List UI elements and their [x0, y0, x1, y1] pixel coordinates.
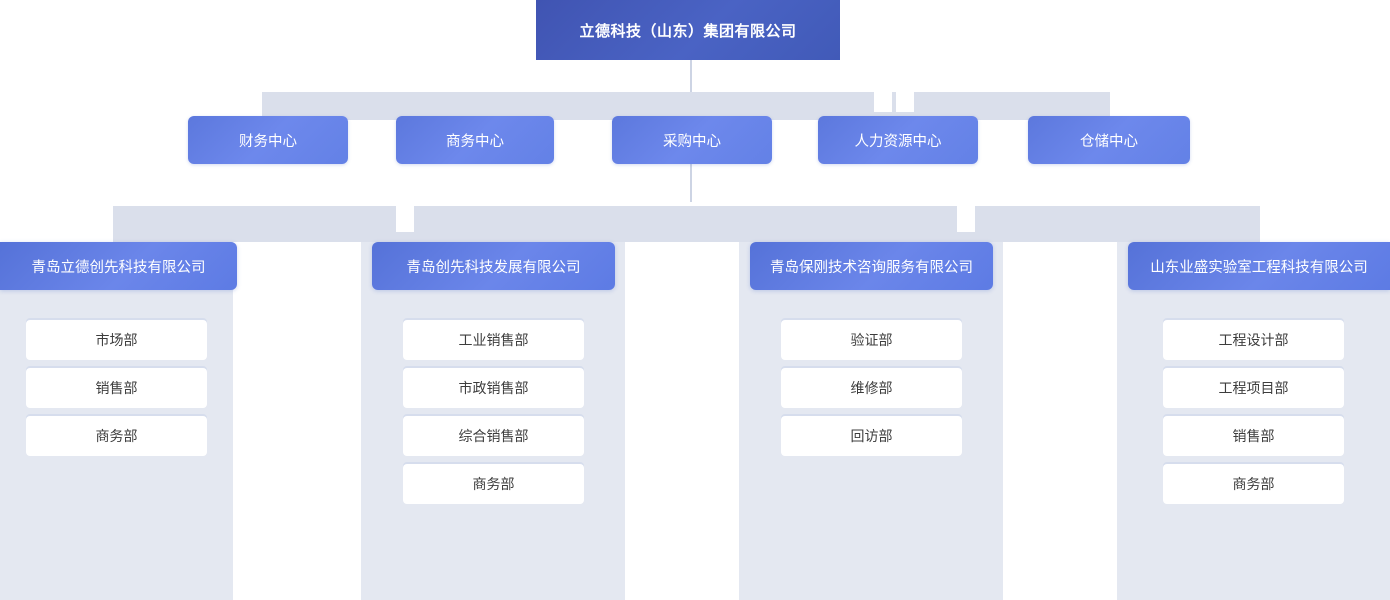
department-list-1: 市场部 销售部 商务部 [26, 320, 207, 456]
department-list-2: 工业销售部 市政销售部 综合销售部 商务部 [403, 320, 584, 504]
department-label: 工程设计部 [1218, 332, 1289, 348]
subsidiary-header-3[interactable]: 青岛保刚技术咨询服务有限公司 [750, 242, 993, 290]
department-item[interactable]: 工程项目部 [1163, 368, 1344, 408]
department-label: 销售部 [1232, 428, 1275, 444]
department-label: 市场部 [95, 332, 138, 348]
subsidiary-header-1-label: 青岛立德创先科技有限公司 [31, 259, 206, 276]
department-list-3: 验证部 维修部 回访部 [781, 320, 962, 456]
department-item[interactable]: 商务部 [403, 464, 584, 504]
center-node-business[interactable]: 商务中心 [396, 116, 554, 164]
center-node-hr-label: 人力资源中心 [854, 133, 942, 150]
subsidiary-header-3-label: 青岛保刚技术咨询服务有限公司 [770, 259, 973, 276]
center-node-warehouse-label: 仓储中心 [1080, 133, 1138, 150]
department-item[interactable]: 销售部 [1163, 416, 1344, 456]
connector-bar-subsidiaries [113, 206, 1260, 242]
connector-bar-centers [262, 92, 1110, 120]
connector-bar-centers-notch-right [896, 92, 914, 112]
department-list-4: 工程设计部 工程项目部 销售部 商务部 [1163, 320, 1344, 504]
center-node-procurement[interactable]: 采购中心 [612, 116, 772, 164]
department-item[interactable]: 市场部 [26, 320, 207, 360]
department-item[interactable]: 综合销售部 [403, 416, 584, 456]
department-item[interactable]: 回访部 [781, 416, 962, 456]
subsidiary-header-4[interactable]: 山东业盛实验室工程科技有限公司 [1128, 242, 1390, 290]
root-vertical-connector [690, 60, 692, 116]
center-node-warehouse[interactable]: 仓储中心 [1028, 116, 1190, 164]
department-item[interactable]: 维修部 [781, 368, 962, 408]
subsidiary-header-4-label: 山东业盛实验室工程科技有限公司 [1150, 259, 1368, 276]
connector-bar-centers-notch-left [874, 92, 892, 112]
subsidiary-header-1[interactable]: 青岛立德创先科技有限公司 [0, 242, 237, 290]
root-node[interactable]: 立德科技（山东）集团有限公司 [536, 0, 840, 60]
department-item[interactable]: 验证部 [781, 320, 962, 360]
department-label: 商务部 [1232, 476, 1275, 492]
department-label: 商务部 [95, 428, 138, 444]
department-item[interactable]: 工业销售部 [403, 320, 584, 360]
center-node-business-label: 商务中心 [446, 133, 504, 150]
connector-bar-subsidiaries-notch-right [957, 206, 975, 232]
department-label: 销售部 [95, 380, 138, 396]
department-label: 市政销售部 [458, 380, 529, 396]
department-label: 综合销售部 [458, 428, 529, 444]
connector-bar-subsidiaries-notch-left [396, 206, 414, 232]
center-node-finance[interactable]: 财务中心 [188, 116, 348, 164]
subsidiary-header-2[interactable]: 青岛创先科技发展有限公司 [372, 242, 615, 290]
department-label: 维修部 [850, 380, 893, 396]
center-to-subsidiary-vertical-connector [690, 164, 692, 202]
department-item[interactable]: 商务部 [26, 416, 207, 456]
center-node-finance-label: 财务中心 [239, 133, 297, 150]
department-item[interactable]: 市政销售部 [403, 368, 584, 408]
subsidiary-header-2-label: 青岛创先科技发展有限公司 [406, 259, 581, 276]
department-label: 回访部 [850, 428, 893, 444]
center-node-procurement-label: 采购中心 [663, 133, 721, 150]
department-label: 验证部 [850, 332, 893, 348]
department-label: 工程项目部 [1218, 380, 1289, 396]
department-item[interactable]: 工程设计部 [1163, 320, 1344, 360]
department-label: 工业销售部 [458, 332, 529, 348]
department-item[interactable]: 销售部 [26, 368, 207, 408]
center-node-hr[interactable]: 人力资源中心 [818, 116, 978, 164]
department-label: 商务部 [472, 476, 515, 492]
department-item[interactable]: 商务部 [1163, 464, 1344, 504]
